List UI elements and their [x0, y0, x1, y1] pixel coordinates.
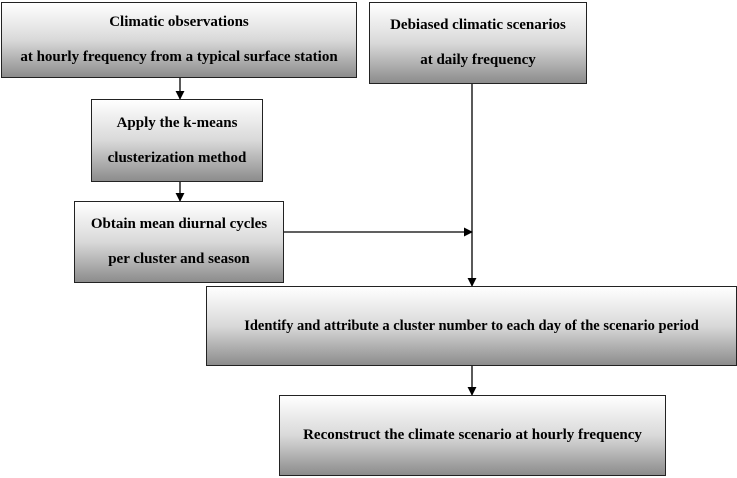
node-observations-line-2: at hourly frequency from a typical surfa… [20, 49, 338, 65]
node-cycles-line-2: per cluster and season [108, 251, 250, 267]
node-kmeans-line-1: Apply the k-means [116, 114, 238, 131]
node-observations: Climatic observations at hourly frequenc… [1, 2, 357, 78]
node-kmeans: Apply the k-means clusterization method [91, 99, 263, 182]
node-cycles: Obtain mean diurnal cycles per cluster a… [74, 201, 284, 283]
node-kmeans-line-2: clusterization method [107, 149, 247, 166]
node-identify: Identify and attribute a cluster number … [206, 286, 737, 366]
node-cycles-line-1: Obtain mean diurnal cycles [90, 216, 268, 232]
node-reconstruct: Reconstruct the climate scenario at hour… [279, 395, 666, 476]
node-debiased-line-2: at daily frequency [420, 52, 536, 68]
node-identify-line-1: Identify and attribute a cluster number … [244, 317, 699, 334]
node-reconstruct-line-1: Reconstruct the climate scenario at hour… [303, 427, 642, 443]
node-debiased-line-1: Debiased climatic scenarios [390, 17, 566, 33]
node-observations-line-1: Climatic observations [109, 14, 249, 30]
node-debiased: Debiased climatic scenarios at daily fre… [369, 2, 587, 84]
